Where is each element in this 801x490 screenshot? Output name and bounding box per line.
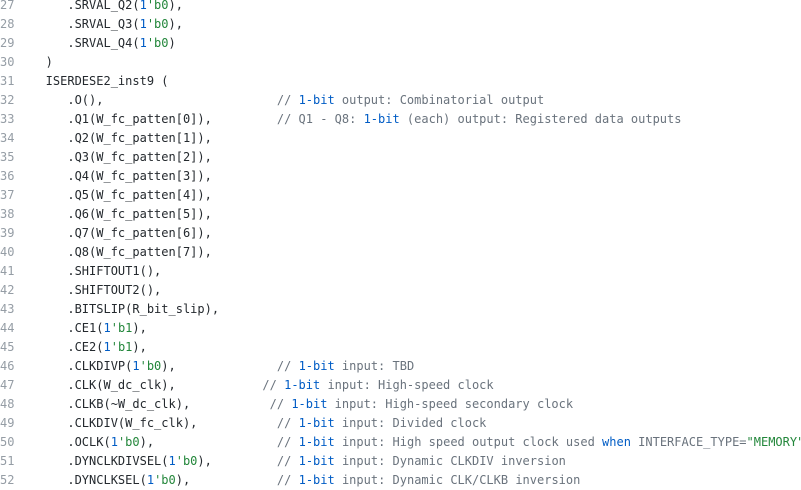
code-line[interactable]: 49 .CLKDIV(W_fc_clk), // 1-bit input: Di… bbox=[0, 414, 801, 433]
line-number: 42 bbox=[0, 283, 15, 297]
code-line[interactable]: 39 .Q7(W_fc_patten[6]), bbox=[0, 224, 801, 243]
code-line[interactable]: 44 .CE1(1'b1), bbox=[0, 319, 801, 338]
code-text[interactable]: .Q1(W_fc_patten[0]), // Q1 - Q8: 1-bit (… bbox=[24, 112, 682, 126]
code-line[interactable]: 43 .BITSLIP(R_bit_slip), bbox=[0, 300, 801, 319]
code-text[interactable]: .SRVAL_Q4(1'b0) bbox=[24, 36, 176, 50]
line-number: 30 bbox=[0, 55, 15, 69]
code-text[interactable]: .BITSLIP(R_bit_slip), bbox=[24, 302, 220, 316]
line-number: 37 bbox=[0, 188, 15, 202]
line-number: 39 bbox=[0, 226, 15, 240]
code-text[interactable]: ISERDESE2_inst9 ( bbox=[24, 74, 169, 88]
code-text[interactable]: .Q3(W_fc_patten[2]), bbox=[24, 150, 212, 164]
code-text[interactable]: .SHIFTOUT2(), bbox=[24, 283, 162, 297]
line-number: 31 bbox=[0, 74, 15, 88]
code-text[interactable]: .DYNCLKDIVSEL(1'b0), // 1-bit input: Dyn… bbox=[24, 454, 566, 468]
line-number: 41 bbox=[0, 264, 15, 278]
code-line[interactable]: 47 .CLK(W_dc_clk), // 1-bit input: High-… bbox=[0, 376, 801, 395]
code-text[interactable]: .Q7(W_fc_patten[6]), bbox=[24, 226, 212, 240]
code-line[interactable]: 35 .Q3(W_fc_patten[2]), bbox=[0, 148, 801, 167]
line-number: 50 bbox=[0, 435, 15, 449]
line-number: 32 bbox=[0, 93, 15, 107]
code-text[interactable]: .SRVAL_Q2(1'b0), bbox=[24, 0, 183, 12]
line-number: 33 bbox=[0, 112, 15, 126]
line-number: 45 bbox=[0, 340, 15, 354]
line-number: 29 bbox=[0, 36, 15, 50]
line-number: 51 bbox=[0, 454, 15, 468]
code-text[interactable]: .CLK(W_dc_clk), // 1-bit input: High-spe… bbox=[24, 378, 494, 392]
code-line[interactable]: 48 .CLKB(~W_dc_clk), // 1-bit input: Hig… bbox=[0, 395, 801, 414]
code-line[interactable]: 40 .Q8(W_fc_patten[7]), bbox=[0, 243, 801, 262]
code-line[interactable]: 27 .SRVAL_Q2(1'b0), bbox=[0, 0, 801, 15]
code-text[interactable]: ) bbox=[24, 55, 53, 69]
code-text[interactable]: .O(), // 1-bit output: Combinatorial out… bbox=[24, 93, 545, 107]
code-line[interactable]: 32 .O(), // 1-bit output: Combinatorial … bbox=[0, 91, 801, 110]
code-text[interactable]: .Q4(W_fc_patten[3]), bbox=[24, 169, 212, 183]
code-text[interactable]: .CE1(1'b1), bbox=[24, 321, 147, 335]
line-number: 40 bbox=[0, 245, 15, 259]
line-number: 34 bbox=[0, 131, 15, 145]
code-line[interactable]: 51 .DYNCLKDIVSEL(1'b0), // 1-bit input: … bbox=[0, 452, 801, 471]
line-number: 46 bbox=[0, 359, 15, 373]
line-number: 49 bbox=[0, 416, 15, 430]
code-text[interactable]: .Q8(W_fc_patten[7]), bbox=[24, 245, 212, 259]
line-number: 38 bbox=[0, 207, 15, 221]
line-number: 27 bbox=[0, 0, 15, 12]
code-line[interactable]: 38 .Q6(W_fc_patten[5]), bbox=[0, 205, 801, 224]
code-line[interactable]: 46 .CLKDIVP(1'b0), // 1-bit input: TBD bbox=[0, 357, 801, 376]
line-number: 35 bbox=[0, 150, 15, 164]
code-text[interactable]: .Q5(W_fc_patten[4]), bbox=[24, 188, 212, 202]
code-text[interactable]: .SHIFTOUT1(), bbox=[24, 264, 162, 278]
code-text[interactable]: .CE2(1'b1), bbox=[24, 340, 147, 354]
code-line[interactable]: 33 .Q1(W_fc_patten[0]), // Q1 - Q8: 1-bi… bbox=[0, 110, 801, 129]
code-line[interactable]: 28 .SRVAL_Q3(1'b0), bbox=[0, 15, 801, 34]
code-line[interactable]: 37 .Q5(W_fc_patten[4]), bbox=[0, 186, 801, 205]
code-line[interactable]: 31 ISERDESE2_inst9 ( bbox=[0, 72, 801, 91]
line-number: 28 bbox=[0, 17, 15, 31]
code-text[interactable]: .CLKDIV(W_fc_clk), // 1-bit input: Divid… bbox=[24, 416, 487, 430]
code-line[interactable]: 42 .SHIFTOUT2(), bbox=[0, 281, 801, 300]
code-text[interactable]: .Q2(W_fc_patten[1]), bbox=[24, 131, 212, 145]
code-line[interactable]: 45 .CE2(1'b1), bbox=[0, 338, 801, 357]
code-line[interactable]: 30 ) bbox=[0, 53, 801, 72]
line-number: 48 bbox=[0, 397, 15, 411]
code-line[interactable]: 29 .SRVAL_Q4(1'b0) bbox=[0, 34, 801, 53]
line-number: 47 bbox=[0, 378, 15, 392]
code-line[interactable]: 36 .Q4(W_fc_patten[3]), bbox=[0, 167, 801, 186]
code-text[interactable]: .OCLK(1'b0), // 1-bit input: High speed … bbox=[24, 435, 801, 449]
code-line[interactable]: 52 .DYNCLKSEL(1'b0), // 1-bit input: Dyn… bbox=[0, 471, 801, 490]
code-text[interactable]: .SRVAL_Q3(1'b0), bbox=[24, 17, 183, 31]
code-text[interactable]: .CLKDIVP(1'b0), // 1-bit input: TBD bbox=[24, 359, 415, 373]
code-line[interactable]: 41 .SHIFTOUT1(), bbox=[0, 262, 801, 281]
line-number: 43 bbox=[0, 302, 15, 316]
code-line[interactable]: 50 .OCLK(1'b0), // 1-bit input: High spe… bbox=[0, 433, 801, 452]
line-number: 36 bbox=[0, 169, 15, 183]
line-number: 52 bbox=[0, 473, 15, 487]
code-text[interactable]: .Q6(W_fc_patten[5]), bbox=[24, 207, 212, 221]
code-text[interactable]: .CLKB(~W_dc_clk), // 1-bit input: High-s… bbox=[24, 397, 574, 411]
line-number: 44 bbox=[0, 321, 15, 335]
code-text[interactable]: .DYNCLKSEL(1'b0), // 1-bit input: Dynami… bbox=[24, 473, 581, 487]
code-line[interactable]: 34 .Q2(W_fc_patten[1]), bbox=[0, 129, 801, 148]
